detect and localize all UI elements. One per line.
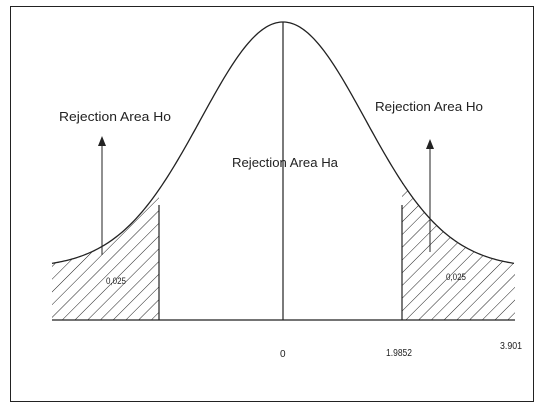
figure-frame <box>10 6 534 402</box>
tick-label-max: 3.901 <box>500 341 522 352</box>
center-rejection-label: Rejection Area Ha <box>232 155 339 170</box>
right-area-value: 0,025 <box>446 272 466 282</box>
right-arrow-head <box>426 139 434 149</box>
left-rejection-label: Rejection Area Ho <box>59 109 171 124</box>
left-rejection-tail-hatch <box>52 189 159 320</box>
right-rejection-tail-hatch <box>402 182 515 320</box>
tick-label-zero: 0 <box>280 349 286 360</box>
right-rejection-label: Rejection Area Ho <box>375 99 483 114</box>
left-area-value: 0,025 <box>106 276 126 286</box>
left-arrow-head <box>98 136 106 146</box>
tick-label-critical: 1.9852 <box>386 348 412 359</box>
